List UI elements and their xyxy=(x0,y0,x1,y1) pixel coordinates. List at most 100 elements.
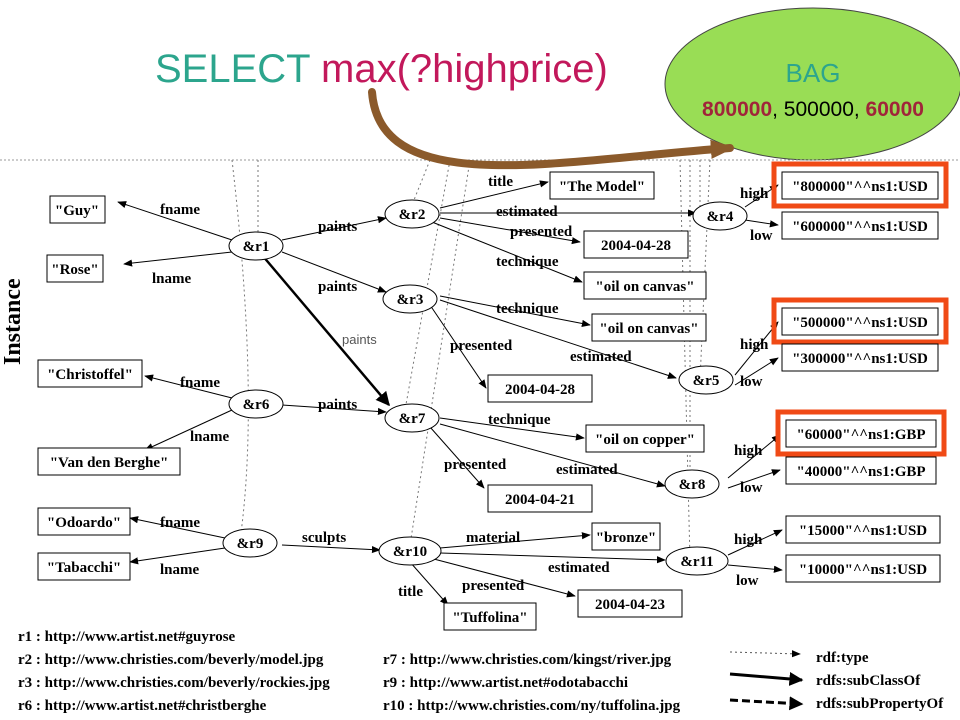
literal-tabacchi: "Tabacchi" xyxy=(37,552,131,581)
svg-text:&r5: &r5 xyxy=(693,373,720,389)
svg-text:"15000"^^ns1:USD: "15000"^^ns1:USD xyxy=(799,523,927,539)
node-r7[interactable]: &r7 xyxy=(384,403,440,433)
svg-text:&r7: &r7 xyxy=(399,411,426,427)
node-r3[interactable]: &r3 xyxy=(382,284,438,314)
node-r2[interactable]: &r2 xyxy=(384,199,440,229)
svg-text:&r2: &r2 xyxy=(399,207,426,223)
literal-p40: "40000"^^ns1:GBP xyxy=(785,456,937,485)
edge-technique-r3: technique xyxy=(496,301,559,317)
legend-rdftype-line xyxy=(729,650,801,658)
literal-oil-copper: "oil on copper" xyxy=(585,424,705,453)
node-r4[interactable]: &r4 xyxy=(692,201,748,231)
node-r6[interactable]: &r6 xyxy=(228,389,284,419)
uri-r6: r6 : http://www.artist.net#christberghe xyxy=(18,698,267,714)
legend: rdf:type rdfs:subClassOf rdfs:subPropert… xyxy=(729,650,944,712)
edge-low-r8: low xyxy=(740,480,763,496)
edge-presented-r7: presented xyxy=(444,457,507,473)
literal-p300: "300000"^^ns1:USD xyxy=(781,343,939,372)
svg-text:"300000"^^ns1:USD: "300000"^^ns1:USD xyxy=(792,351,928,367)
edge-sculpts: sculpts xyxy=(302,530,346,546)
svg-text:"The Model": "The Model" xyxy=(559,179,645,195)
svg-text:"60000"^^ns1:GBP: "60000"^^ns1:GBP xyxy=(796,427,925,443)
literal-odoardo: "Odoardo" xyxy=(37,507,131,536)
svg-text:&r4: &r4 xyxy=(707,209,734,225)
node-r5[interactable]: &r5 xyxy=(678,365,734,395)
node-r11[interactable]: &r11 xyxy=(665,546,729,576)
svg-text:"Rose": "Rose" xyxy=(51,262,98,278)
edge-paints-r2: paints xyxy=(318,219,357,235)
edge-high-r5: high xyxy=(740,337,769,353)
literal-boxes: "Guy" "Rose" "Christoffel" "Van den Berg… xyxy=(37,161,949,631)
literal-christoffel: "Christoffel" xyxy=(37,359,143,388)
edge-presented-r3: presented xyxy=(450,338,513,354)
bag-value-2: 500000 xyxy=(784,98,854,121)
edge-low-r11: low xyxy=(736,573,759,589)
legend-subprop: rdfs:subPropertyOf xyxy=(816,696,944,712)
edge-lname-r6: lname xyxy=(190,429,230,445)
literal-date-2: 2004-04-28 xyxy=(487,374,593,403)
svg-text:"Tabacchi": "Tabacchi" xyxy=(47,560,121,576)
node-r10[interactable]: &r10 xyxy=(378,536,442,566)
svg-text:2004-04-21: 2004-04-21 xyxy=(505,492,575,508)
svg-text:"40000"^^ns1:GBP: "40000"^^ns1:GBP xyxy=(796,464,925,480)
bag-sep-1: , xyxy=(772,98,784,121)
literal-p500: "500000"^^ns1:USD xyxy=(781,307,939,336)
edges xyxy=(117,180,783,606)
legend-subclass: rdfs:subClassOf xyxy=(816,673,921,689)
svg-text:&r3: &r3 xyxy=(397,292,424,308)
svg-text:"500000"^^ns1:USD: "500000"^^ns1:USD xyxy=(792,315,928,331)
edge-fname-r6: fname xyxy=(180,375,220,391)
edge-estimated-r2: estimated xyxy=(496,204,558,220)
resource-nodes: &r1 &r2 &r3 &r4 &r5 &r6 &r7 &r8 &r9 &r10… xyxy=(222,199,748,576)
literal-date-1: 2004-04-28 xyxy=(583,230,689,259)
literal-p60: "60000"^^ns1:GBP xyxy=(785,419,937,448)
svg-text:&r10: &r10 xyxy=(393,544,427,560)
edge-presented-r10: presented xyxy=(462,578,525,594)
query-title: SELECT max(?highprice) xyxy=(155,47,608,91)
svg-text:"600000"^^ns1:USD: "600000"^^ns1:USD xyxy=(792,219,928,235)
highlight-p500 xyxy=(771,297,949,345)
edge-technique-r2: technique xyxy=(496,254,559,270)
svg-text:"10000"^^ns1:USD: "10000"^^ns1:USD xyxy=(799,562,927,578)
literal-rose: "Rose" xyxy=(46,254,104,283)
paints-diagonal-label: paints xyxy=(342,332,377,347)
literal-guy: "Guy" xyxy=(49,195,106,224)
edge-fname-r9: fname xyxy=(160,515,200,531)
node-r9[interactable]: &r9 xyxy=(222,528,278,558)
svg-text:&r8: &r8 xyxy=(679,477,706,493)
bag-sep-2: , xyxy=(854,98,866,121)
svg-text:2004-04-23: 2004-04-23 xyxy=(595,597,665,613)
literal-p800: "800000"^^ns1:USD xyxy=(781,171,939,200)
paints-diagonal-arrow xyxy=(261,254,390,407)
edge-low-r5: low xyxy=(740,374,763,390)
brown-result-arrow xyxy=(368,88,735,170)
svg-text:"Odoardo": "Odoardo" xyxy=(47,515,121,531)
legend-rdftype: rdf:type xyxy=(816,650,869,666)
svg-text:&r11: &r11 xyxy=(680,554,713,570)
literal-the-model: "The Model" xyxy=(549,171,655,200)
instance-label: Instance xyxy=(0,278,26,365)
highlight-p800 xyxy=(771,161,949,209)
edge-estimated-r10: estimated xyxy=(548,560,610,576)
edge-high-r4: high xyxy=(740,186,769,202)
svg-text:"oil on copper": "oil on copper" xyxy=(595,432,695,448)
svg-text:"Christoffel": "Christoffel" xyxy=(47,367,133,383)
bag-value-3: 60000 xyxy=(866,98,924,121)
edge-title-r2: title xyxy=(488,174,513,190)
uri-r10: r10 : http://www.christies.com/ny/tuffol… xyxy=(383,698,681,714)
svg-text:"Guy": "Guy" xyxy=(55,203,99,219)
bag-title: BAG xyxy=(786,58,841,88)
node-r1[interactable]: &r1 xyxy=(228,231,284,261)
edge-lname-r9: lname xyxy=(160,562,200,578)
node-r8[interactable]: &r8 xyxy=(664,469,720,499)
uri-r9: r9 : http://www.artist.net#odotabacchi xyxy=(383,675,628,691)
edge-paints-r7: paints xyxy=(318,397,357,413)
svg-text:&r9: &r9 xyxy=(237,536,264,552)
dotted-type-lines xyxy=(231,159,711,561)
literal-date-3: 2004-04-21 xyxy=(487,484,593,513)
svg-text:"oil on canvas": "oil on canvas" xyxy=(595,279,694,295)
edge-estimated-r3: estimated xyxy=(570,349,632,365)
uri-r1: r1 : http://www.artist.net#guyrose xyxy=(18,629,236,645)
edge-estimated-r7: estimated xyxy=(556,462,618,478)
